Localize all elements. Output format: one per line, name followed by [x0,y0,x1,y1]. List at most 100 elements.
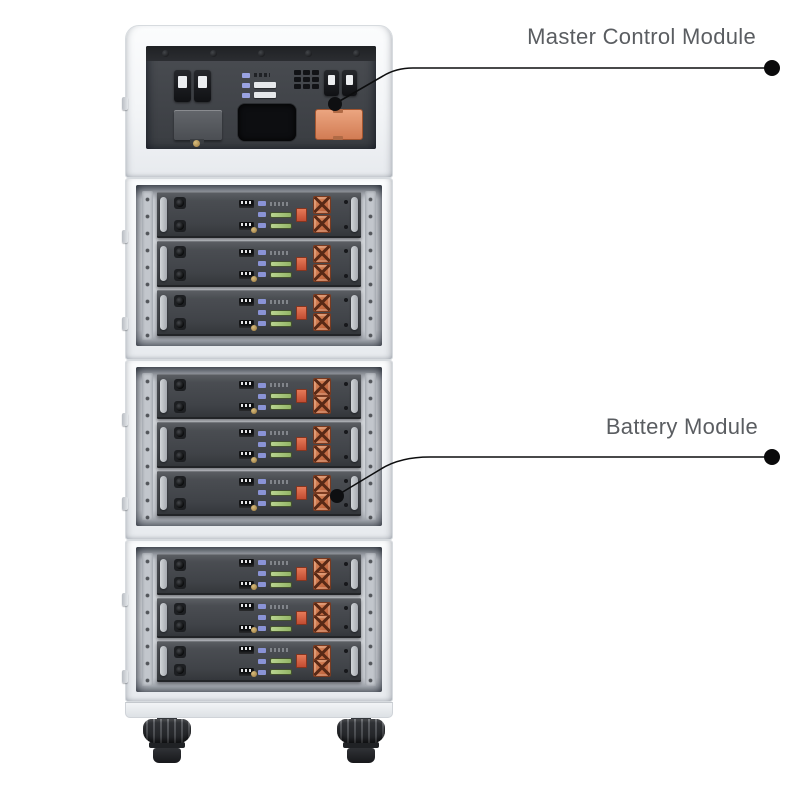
rack-cavity [136,367,382,526]
port-label-print [270,250,288,255]
screw-icon [250,504,257,511]
screw-icon [344,605,348,610]
ethernet-port-icon [239,403,254,412]
module-handle-left [160,295,167,330]
indicator-tag-icon [258,571,266,577]
dc-connector-top-icon [313,426,331,445]
io-panel [239,381,292,412]
io-panel [239,297,292,328]
indicator-tag-icon [258,201,266,206]
battery-section [125,360,393,540]
dc-connector-bottom-icon [313,571,331,590]
indicator-tag-icon [258,452,266,458]
screw-icon [344,562,348,566]
io-panel [239,558,292,589]
port-label-print [270,201,288,206]
fuse-holder-icon [296,389,307,404]
rack-rail-right [365,373,376,520]
screw-icon [344,225,348,229]
screw-icon [344,430,348,435]
fuse-holder-icon [296,437,307,452]
led-strip-icon [270,500,292,507]
dc-connector-bottom-icon [313,313,331,331]
led-strip-icon [270,271,292,278]
port-label-print [270,383,288,388]
callout-endpoint-dot-master [764,60,780,76]
screw-icon [250,227,257,233]
indicator-tag-icon [258,604,266,609]
screw-icon [257,50,265,57]
dc-connector-top-icon [313,245,331,263]
fuse-holder-icon [296,654,307,669]
io-row [239,199,292,208]
indicator-tag-icon [258,560,266,566]
port-label-print [270,479,288,484]
port-label-print [270,604,288,609]
screw-icon [344,274,348,278]
breaker-pole-icon [174,70,191,102]
io-row [239,297,292,306]
storage-cabinet [122,25,393,718]
hinge-icon [122,97,128,110]
dc-connector-top-icon [313,196,331,214]
ethernet-port-icon [239,499,254,508]
rack-rail-right [365,191,376,340]
breaker-pole-icon [342,70,357,96]
dc-connector-bottom-icon [313,396,331,415]
terminal-knob-top [174,427,186,440]
indicator-tag-icon [258,626,266,631]
screw-icon [344,625,348,630]
indicator-tag-icon [258,441,266,447]
ethernet-port-icon [239,580,254,589]
terminal-cell [312,70,319,75]
ethernet-port-icon [239,319,254,328]
terminal-knob-bottom [174,401,186,414]
terminal-knob-top [174,559,186,571]
battery-module [157,241,361,287]
led-strip-icon [270,658,292,665]
dc-connector-top-icon [313,474,331,493]
terminal-knob-bottom [174,269,186,281]
master-control-section [125,25,393,178]
terminal-knob-bottom [174,497,186,510]
dc-connector-bottom-icon [313,215,331,233]
terminal-cell [312,77,319,82]
ethernet-port-icon [239,602,254,611]
rack-rail-right [365,553,376,686]
module-list [157,554,361,683]
indicator-tag-icon [258,669,266,675]
rack-rail-left [142,373,153,520]
led-strip-icon [270,404,292,411]
base-plinth [125,702,393,718]
io-row [239,270,292,279]
callout-line-battery [340,456,772,494]
module-handle-right [351,379,358,414]
screw-icon [250,583,257,590]
module-handle-left [160,246,167,281]
io-row [239,381,292,390]
master-control-label: Master Control Module [527,24,756,49]
module-handle-left [160,427,167,462]
io-row [239,319,292,328]
module-list [157,192,361,336]
module-handle-right [351,559,358,589]
module-handle-right [351,475,358,510]
screw-icon [250,627,257,634]
indicator-tag-icon [242,82,250,88]
circuit-breaker-left [174,70,211,102]
rack-cavity [136,185,382,346]
hinge-icon [122,497,128,510]
led-strip-icon [270,570,292,577]
io-row [239,392,292,400]
port-label-print [270,560,288,565]
io-row [239,477,292,486]
indicator-tag-icon [242,72,250,78]
module-handle-left [160,646,167,677]
indicator-tag-icon [258,299,266,304]
port-label-print [270,648,288,653]
callout-endpoint-dot-battery [764,449,780,465]
battery-module-label: Battery Module [605,414,758,439]
fuse-holder-icon [296,256,307,271]
battery-sections [125,178,393,702]
